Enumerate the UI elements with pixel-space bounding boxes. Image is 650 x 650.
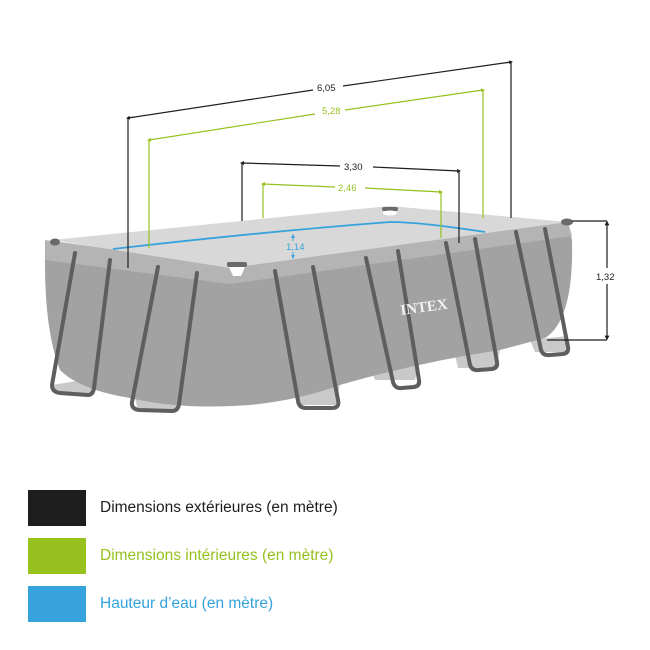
interior-width-dimension: 2,46: [261, 182, 443, 238]
legend-item-exterior: Dimensions extérieures (en mètre): [28, 490, 628, 538]
exterior-width-dimension: 3,30: [240, 161, 461, 243]
legend-label-interior: Dimensions intérieures (en mètre): [100, 547, 334, 564]
pool-top: [52, 206, 568, 268]
exterior-height-label: 1,32: [596, 272, 615, 283]
corner-cap-right: [561, 218, 573, 226]
pool-wall-band: [45, 222, 572, 284]
skimmer-icons: [227, 207, 398, 276]
water-height-dimension: 1,14: [286, 234, 305, 259]
interior-width-label: 2,46: [338, 183, 357, 194]
exterior-length-label: 6,05: [317, 83, 336, 94]
corner-cap-left: [50, 238, 60, 246]
interior-length-dimension: 5,28: [147, 88, 485, 248]
interior-color-swatch: [28, 538, 86, 574]
exterior-color-swatch: [28, 490, 86, 526]
legend: Dimensions extérieures (en mètre) Dimens…: [28, 490, 628, 634]
exterior-length-dimension: 6,05: [126, 60, 513, 268]
water-height-label: 1,14: [286, 242, 305, 253]
interior-length-label: 5,28: [322, 106, 341, 117]
brand-logo: INTEX: [399, 297, 448, 319]
legend-item-interior: Dimensions intérieures (en mètre): [28, 538, 628, 586]
exterior-width-label: 3,30: [344, 162, 363, 173]
legend-item-water: Hauteur d’eau (en mètre): [28, 586, 628, 634]
exterior-height-dimension: 1,32: [547, 220, 615, 341]
legend-label-exterior: Dimensions extérieures (en mètre): [100, 499, 338, 516]
water-color-swatch: [28, 586, 86, 622]
frame-legs: [49, 227, 571, 414]
pool-dimension-diagram: INTEX 6,05 5,28 3,30 2,46 1,14: [44, 60, 615, 414]
legend-label-water: Hauteur d’eau (en mètre): [100, 595, 274, 612]
water-line: [112, 221, 486, 250]
